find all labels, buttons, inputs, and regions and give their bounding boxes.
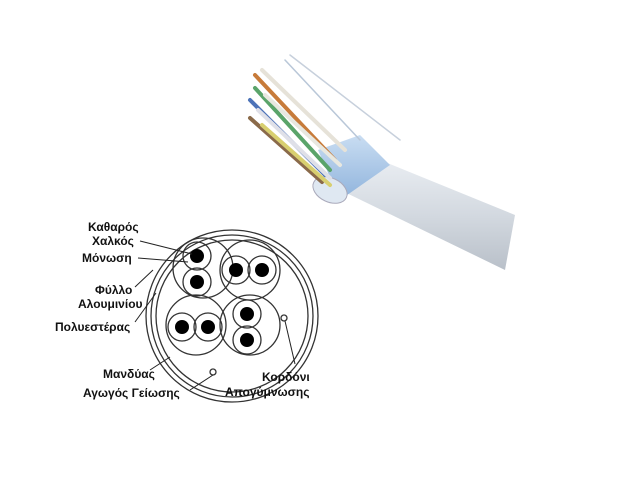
- conductors: [175, 249, 269, 347]
- label-insulation: Μόνωση: [82, 251, 132, 265]
- label-foil-line2: Αλουμινίου: [78, 297, 143, 311]
- polyester-ring: [155, 239, 309, 393]
- label-ripcord-line2: Απογύμνωσης: [225, 385, 310, 399]
- drain-wire: [209, 368, 217, 376]
- cable-photo: [248, 54, 515, 270]
- leader-lines: [134, 240, 296, 391]
- label-clean-copper-line1: Καθαρός: [88, 220, 139, 234]
- ripcord: [280, 314, 288, 322]
- label-jacket: Μανδύας: [103, 367, 155, 381]
- label-foil-line1: Φύλλο: [95, 283, 133, 297]
- label-drain-wire: Αγωγός Γείωσης: [83, 386, 180, 400]
- label-clean-copper-line2: Χαλκός: [92, 234, 134, 248]
- foil-ring: [150, 234, 314, 398]
- cross-section: [145, 229, 319, 403]
- label-polyester: Πολυεστέρας: [55, 320, 131, 334]
- jacket-ring: [145, 229, 319, 403]
- label-ripcord-line1: Κορδόνι: [262, 370, 310, 384]
